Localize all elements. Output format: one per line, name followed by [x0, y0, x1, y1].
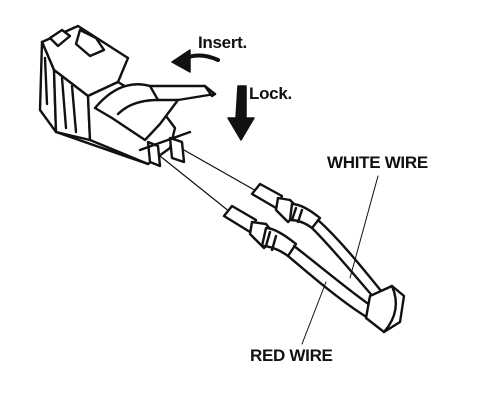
wires	[286, 218, 406, 334]
white-wire-terminal	[250, 182, 322, 230]
terminal-cavities	[138, 130, 192, 168]
lock-lever	[93, 83, 217, 142]
red-wire-label: RED WIRE	[250, 346, 333, 365]
lock-arrow-icon	[227, 85, 255, 141]
leader-lines	[301, 175, 379, 345]
insert-label: Insert.	[198, 33, 247, 52]
guide-lines	[159, 149, 259, 213]
white-wire-label: WHITE WIRE	[327, 153, 428, 172]
lock-label: Lock.	[249, 84, 292, 103]
insert-arrow-icon	[171, 49, 220, 73]
